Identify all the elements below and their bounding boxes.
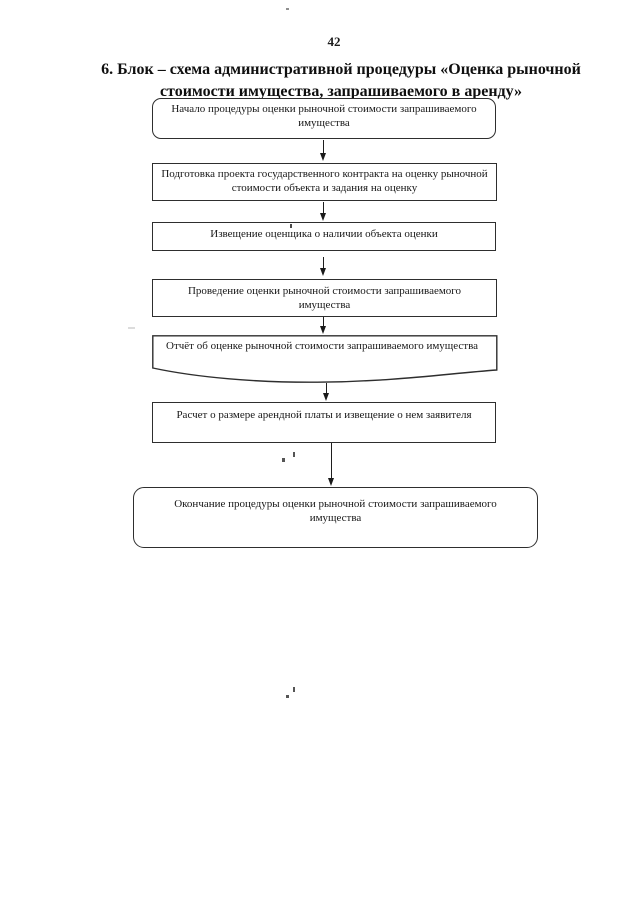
connector-line-3 [323, 257, 325, 268]
flow-node-rent-calculation-label: Расчет о размере арендной платы и извеще… [176, 409, 472, 421]
flow-node-notify-appraiser-label: Извещение оценщика о наличии объекта оце… [210, 228, 438, 240]
section-title: 6. Блок – схема административной процеду… [96, 59, 586, 103]
arrow-down-icon-4 [320, 326, 327, 334]
arrow-down-icon-1 [320, 153, 327, 161]
connector-line-4 [323, 317, 325, 327]
flow-node-notify-appraiser: Извещение оценщика о наличии объекта оце… [152, 222, 496, 251]
section-title-line-1: 6. Блок – схема административной процеду… [101, 61, 581, 78]
scan-speck [293, 687, 295, 692]
flow-node-prepare-contract-label: Подготовка проекта государственного конт… [161, 168, 488, 194]
scan-speck [293, 452, 295, 457]
page-number: 42 [327, 34, 341, 49]
scan-speck [286, 8, 289, 10]
flow-node-appraisal-report: Отчёт об оценке рыночной стоимости запра… [152, 335, 498, 384]
document-shape-outline [152, 335, 498, 383]
arrow-down-icon-6 [328, 478, 335, 486]
connector-line-1 [323, 140, 325, 154]
scan-speck [282, 458, 285, 462]
flow-node-prepare-contract: Подготовка проекта государственного конт… [152, 163, 497, 201]
flow-node-appraisal-report-label: Отчёт об оценке рыночной стоимости запра… [166, 340, 479, 352]
connector-line-6 [331, 443, 333, 479]
scan-speck [128, 327, 135, 329]
arrow-down-icon-3 [320, 268, 327, 276]
flow-node-conduct-appraisal-label: Проведение оценки рыночной стоимости зап… [187, 285, 462, 311]
connector-line-5 [326, 383, 328, 394]
connector-line-2 [323, 202, 325, 214]
section-title-line-2: стоимости имущества, запрашиваемого в ар… [159, 83, 523, 100]
flow-node-end-label: Окончание процедуры оценки рыночной стои… [174, 498, 497, 524]
flow-node-start-label: Начало процедуры оценки рыночной стоимос… [171, 103, 477, 129]
scan-speck [286, 695, 289, 698]
flow-node-start: Начало процедуры оценки рыночной стоимос… [152, 98, 496, 139]
flow-node-rent-calculation: Расчет о размере арендной платы и извеще… [152, 402, 496, 443]
flow-node-conduct-appraisal: Проведение оценки рыночной стоимости зап… [152, 279, 497, 317]
arrow-down-icon-5 [323, 393, 330, 401]
arrow-down-icon-2 [320, 213, 327, 221]
scan-speck [290, 224, 292, 228]
flow-node-end: Окончание процедуры оценки рыночной стои… [133, 487, 538, 548]
